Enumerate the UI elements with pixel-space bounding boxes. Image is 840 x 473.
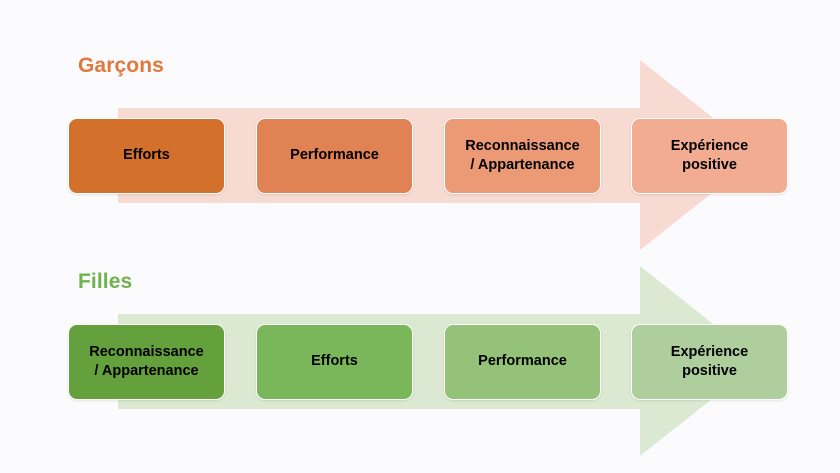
step-box-label: Performance <box>290 147 379 164</box>
step-box-garcons-1[interactable]: Efforts <box>68 118 225 194</box>
step-box-filles-4[interactable]: Expérience positive <box>631 324 788 400</box>
process-row-filles: Filles Reconnaissance / Appartenance Eff… <box>0 210 840 473</box>
step-box-label: Reconnaissance / Appartenance <box>465 137 580 173</box>
step-box-filles-3[interactable]: Performance <box>444 324 601 400</box>
step-box-garcons-2[interactable]: Performance <box>256 118 413 194</box>
step-box-garcons-4[interactable]: Expérience positive <box>631 118 788 194</box>
process-arrow-garcons <box>118 60 760 250</box>
step-box-group-garcons: Efforts Performance Reconnaissance / App… <box>0 118 840 194</box>
step-box-label: Performance <box>478 353 567 370</box>
step-box-label: Expérience positive <box>670 137 749 173</box>
step-box-group-filles: Reconnaissance / Appartenance Efforts Pe… <box>0 324 840 400</box>
step-box-filles-2[interactable]: Efforts <box>256 324 413 400</box>
step-box-label: Expérience positive <box>670 343 749 379</box>
step-box-label: Reconnaissance / Appartenance <box>89 343 204 379</box>
row-title-garcons: Garçons <box>78 54 164 77</box>
step-box-label: Efforts <box>123 147 170 164</box>
step-box-filles-1[interactable]: Reconnaissance / Appartenance <box>68 324 225 400</box>
row-title-filles: Filles <box>78 270 133 293</box>
process-row-garcons: Garçons Efforts Performance Reconnaissan… <box>0 54 840 250</box>
step-box-garcons-3[interactable]: Reconnaissance / Appartenance <box>444 118 601 194</box>
step-box-label: Efforts <box>311 353 358 370</box>
process-arrow-filles <box>118 266 760 456</box>
